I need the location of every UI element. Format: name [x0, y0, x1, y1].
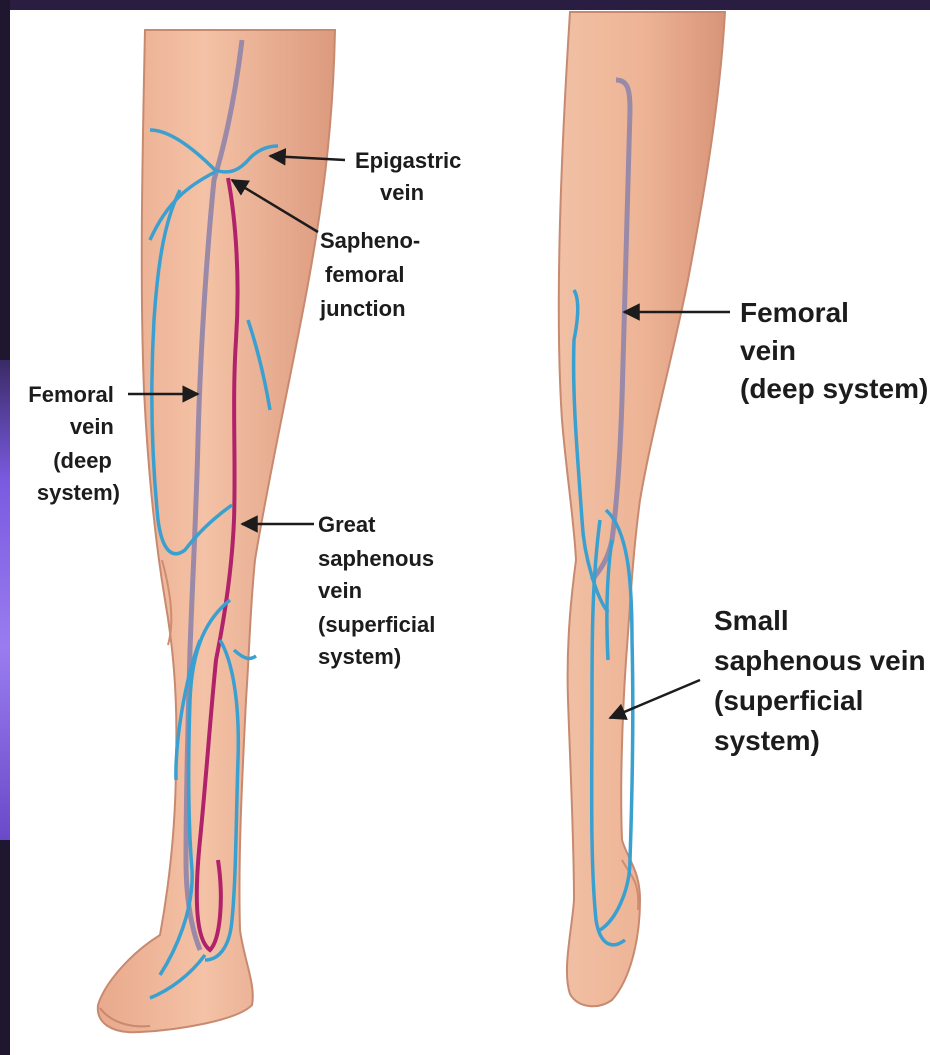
- label-gsv-line-5: system): [318, 644, 401, 669]
- label-femoral-vein-right: Femoral vein (deep system): [740, 297, 928, 404]
- right-leg-skin: [559, 12, 725, 1006]
- label-epigastric-vein: Epigastric vein: [355, 148, 468, 205]
- label-femoral-vein-left: Femoral vein (deep system): [28, 382, 120, 505]
- label-femoral-left-line-2: vein: [70, 414, 114, 439]
- label-gsv-line-2: saphenous: [318, 546, 434, 571]
- label-epigastric-line-2: vein: [380, 180, 424, 205]
- label-gsv-line-4: (superficial: [318, 612, 435, 637]
- label-femoral-right-line-3: (deep system): [740, 373, 928, 404]
- frame-top-border: [0, 0, 930, 10]
- accent-left-bar: [0, 360, 10, 840]
- label-ssv-line-2: saphenous vein: [714, 645, 926, 676]
- label-femoral-right-line-1: Femoral: [740, 297, 849, 328]
- label-ssv-line-1: Small: [714, 605, 789, 636]
- label-femoral-right-line-2: vein: [740, 335, 796, 366]
- label-sfj-line-3: junction: [319, 296, 406, 321]
- right-leg: [559, 12, 725, 1006]
- label-epigastric-line-1: Epigastric: [355, 148, 461, 173]
- label-saphenofemoral-junction: Sapheno- femoral junction: [319, 228, 426, 321]
- label-femoral-left-line-4: system): [37, 480, 120, 505]
- label-gsv-line-3: vein: [318, 578, 362, 603]
- label-great-saphenous-vein: Great saphenous vein (superficial system…: [318, 512, 442, 669]
- label-sfj-line-2: femoral: [325, 262, 404, 287]
- label-ssv-line-3: (superficial: [714, 685, 863, 716]
- label-ssv-line-4: system): [714, 725, 820, 756]
- label-sfj-line-1: Sapheno-: [320, 228, 420, 253]
- label-femoral-left-line-3: (deep: [53, 448, 112, 473]
- label-small-saphenous-vein: Small saphenous vein (superficial system…: [714, 605, 930, 756]
- left-leg: [98, 30, 335, 1032]
- label-femoral-left-line-1: Femoral: [28, 382, 114, 407]
- leg-veins-diagram: Epigastric vein Sapheno- femoral junctio…: [10, 10, 930, 1055]
- diagram-panel: Epigastric vein Sapheno- femoral junctio…: [10, 10, 930, 1055]
- label-gsv-line-1: Great: [318, 512, 376, 537]
